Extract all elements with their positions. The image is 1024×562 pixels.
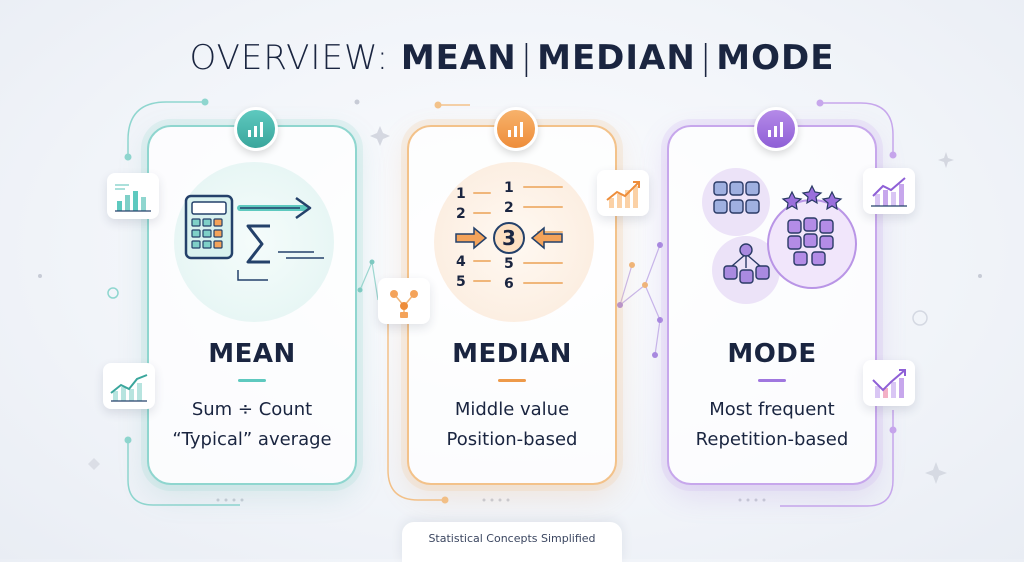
title-separator: | <box>699 38 713 78</box>
title-separator: | <box>520 38 534 78</box>
card-line-mode-2: Repetition-based <box>695 429 849 450</box>
median-left-number: 4 <box>456 254 466 270</box>
purple-growth-tile-icon <box>863 360 915 406</box>
page-title: OVERVIEW: MEAN|MEDIAN|MODE <box>0 38 1024 78</box>
bar-chart-icon <box>234 107 278 151</box>
footer-caption: Statistical Concepts Simplified <box>402 522 622 562</box>
card-title-mode: MODE <box>727 339 817 369</box>
median-right-number: 2 <box>504 200 514 216</box>
title-term-mean: MEAN <box>400 38 517 78</box>
median-center-number: 3 <box>502 226 516 250</box>
bar-chart-tile-icon <box>107 173 159 219</box>
card-title-mean: MEAN <box>208 339 296 369</box>
card-line-mean-1: Sum ÷ Count <box>191 399 313 420</box>
title-term-mode: MODE <box>716 38 835 78</box>
bar-chart-icon <box>754 107 798 151</box>
calculator-sigma-icon <box>174 162 334 322</box>
title-prefix: OVERVIEW: <box>189 38 401 78</box>
bar-chart-icon <box>494 107 538 151</box>
title-underline <box>238 379 266 382</box>
mean-card: MEAN Sum ÷ Count “Typical” average <box>147 107 357 485</box>
card-line-median-1: Middle value <box>454 399 570 420</box>
purple-trend-tile-icon <box>863 168 915 214</box>
mode-card: MODE Most frequent Repetition-based <box>667 107 877 485</box>
median-left-number: 5 <box>456 274 466 290</box>
median-right-number: 1 <box>504 180 514 196</box>
title-term-median: MEDIAN <box>537 38 696 78</box>
median-card: 1 2 4 5 1 2 5 6 3 MEDIAN Middle value Po… <box>407 107 617 485</box>
card-line-mode-1: Most frequent <box>709 399 835 420</box>
repeated-blocks-icon <box>694 162 857 322</box>
trend-chart-tile-icon <box>103 363 155 409</box>
median-left-number: 1 <box>456 186 466 202</box>
sorted-numbers-icon: 1 2 4 5 1 2 5 6 3 <box>434 162 594 322</box>
median-right-number: 6 <box>504 276 514 292</box>
card-title-median: MEDIAN <box>452 339 572 369</box>
rising-chart-tile-icon <box>597 170 649 216</box>
title-underline <box>758 379 786 382</box>
median-left-number: 2 <box>456 206 466 222</box>
network-node-tile-icon <box>378 278 430 324</box>
median-right-number: 5 <box>504 256 514 272</box>
card-line-mean-2: “Typical” average <box>172 429 332 450</box>
title-underline <box>498 379 526 382</box>
card-line-median-2: Position-based <box>446 429 578 450</box>
